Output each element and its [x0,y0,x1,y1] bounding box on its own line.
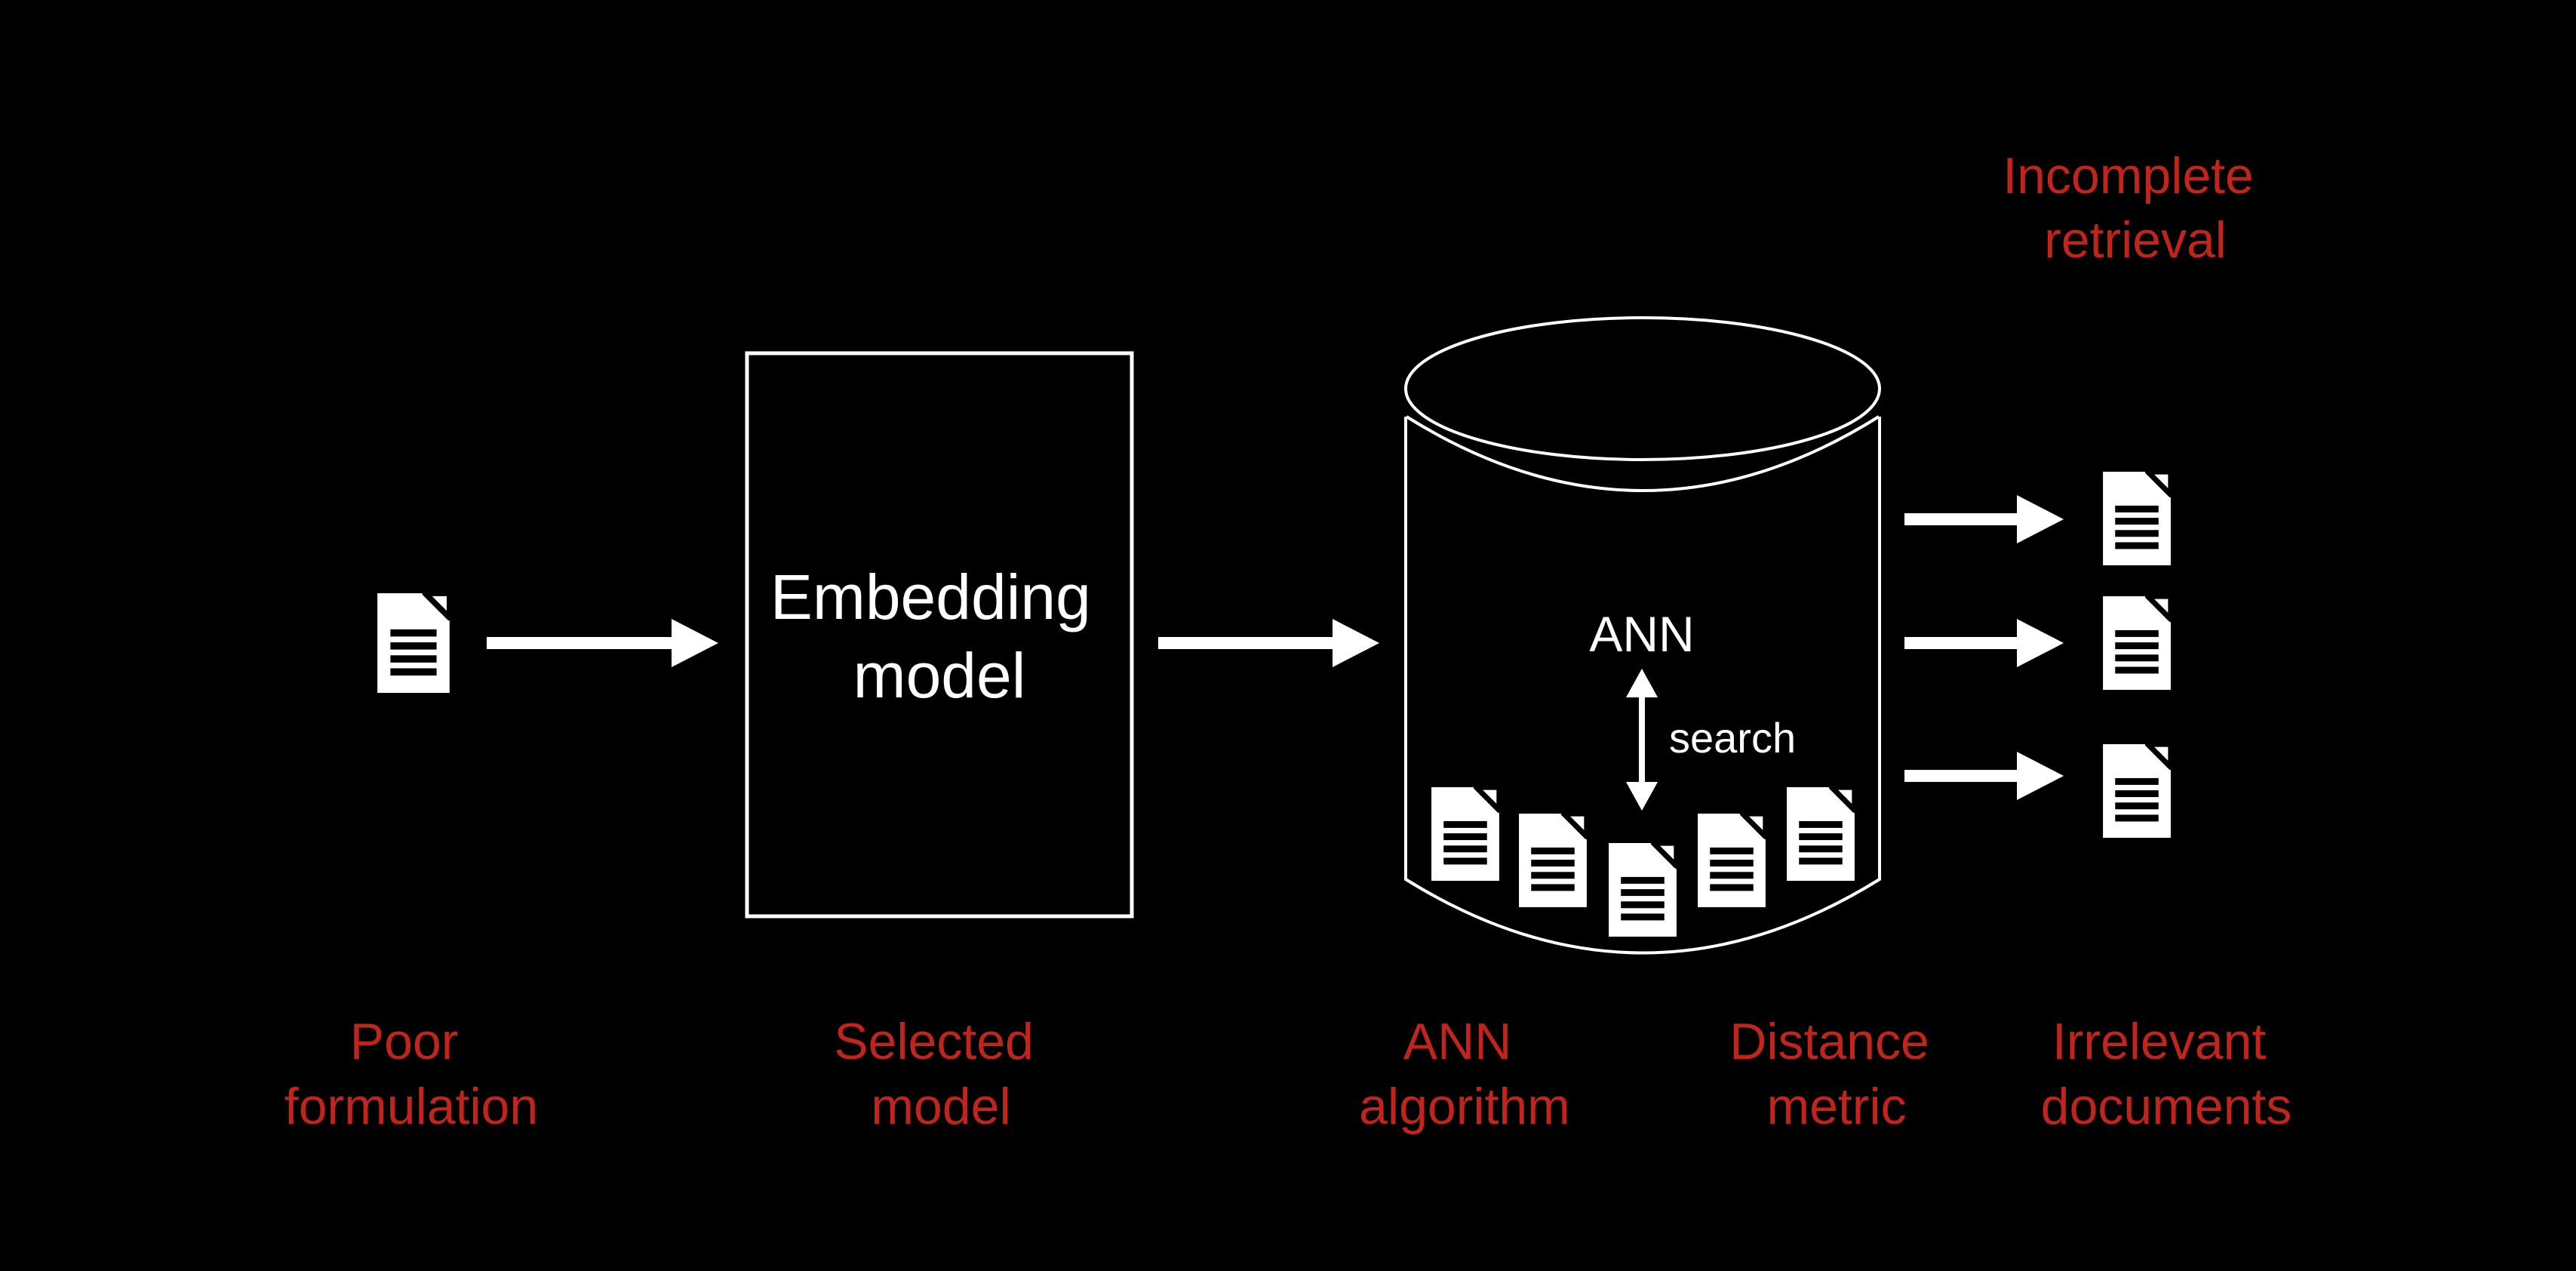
retrieved-document-icon [2103,472,2171,565]
cylinder-top-ellipse [1404,316,1881,461]
vector-database-icon [1404,316,1881,955]
embedding-model-label: Embedding model [770,562,1108,711]
distance-metric-label: Distance metric [1729,1013,1943,1135]
search-text: search [1669,714,1796,762]
arrow-output-2 [1904,619,2064,667]
embedding-model-box [745,351,1134,919]
arrow-output-1 [1904,495,2064,543]
retrieved-documents-group [2103,472,2171,838]
stored-document-icon [1431,787,1499,881]
arrow-query-to-embedding [487,619,718,667]
search-double-arrow [1626,669,1658,811]
stored-document-icon [1609,843,1677,937]
cylinder-body [1404,417,1881,955]
ann-algorithm-label: ANN algorithm [1359,1013,1570,1135]
ann-algorithm-text: ANN [1589,606,1694,662]
stored-documents-group [1431,787,1855,937]
poor-formulation-label: Poor formulation [284,1013,538,1135]
arrow-embedding-to-database [1158,619,1379,667]
incomplete-retrieval-label: Incomplete retrieval [2003,147,2268,269]
query-document-icon [377,593,450,693]
stored-document-icon [1519,814,1587,907]
irrelevant-documents-label: Irrelevant documents [2041,1013,2292,1135]
selected-model-label: Selected model [834,1013,1048,1135]
cylinder-rim-arc [1405,415,1880,492]
stored-document-icon [1698,814,1766,907]
retrieved-document-icon [2103,744,2171,838]
retrieved-document-icon [2103,596,2171,690]
stored-document-icon [1787,787,1855,881]
arrow-output-3 [1904,752,2064,800]
